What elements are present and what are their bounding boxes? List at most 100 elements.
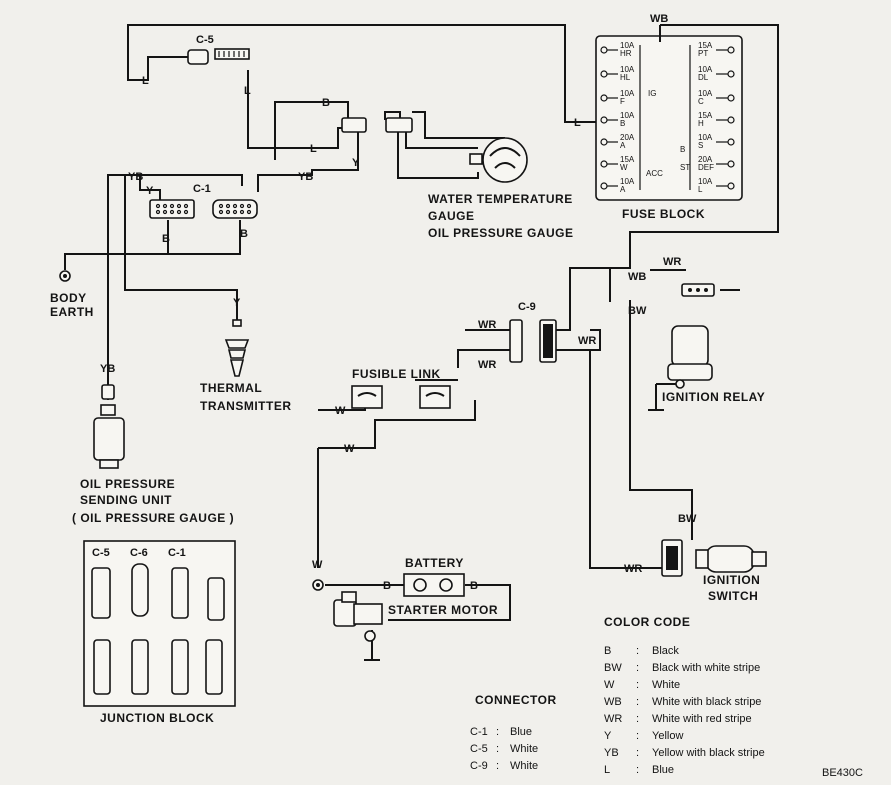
color-code-key: W bbox=[604, 679, 615, 691]
connector-desc: Blue bbox=[510, 726, 532, 738]
fuse-label-right: 10A bbox=[698, 133, 713, 142]
color-code-desc: Blue bbox=[652, 764, 674, 776]
fuse-label-right-circuit: L bbox=[698, 185, 703, 194]
component-labels: FUSE BLOCK WATER TEMPERATURE GAUGE OIL P… bbox=[50, 192, 765, 725]
wire-wr-2 bbox=[457, 349, 510, 368]
fuse-label-left: 10A bbox=[620, 177, 635, 186]
label-water-temp: WATER TEMPERATURE bbox=[428, 192, 573, 206]
label-gauge: GAUGE bbox=[428, 209, 475, 223]
label-jb-c5: C-5 bbox=[92, 547, 110, 559]
connector-sep: : bbox=[496, 726, 499, 738]
color-code-desc: Yellow bbox=[652, 730, 683, 742]
connector-code: C-1 bbox=[470, 726, 488, 738]
connector-code: C-5 bbox=[470, 743, 488, 755]
ignition-relay bbox=[648, 325, 713, 411]
connector-sep: : bbox=[496, 743, 499, 755]
fuse-label-right-circuit: C bbox=[698, 97, 704, 106]
wire-label-wr-5: WR bbox=[624, 563, 642, 575]
color-code-sep: : bbox=[636, 764, 639, 776]
fuse-label-left-circuit: HL bbox=[620, 73, 631, 82]
fuse-label-right: 10A bbox=[698, 65, 713, 74]
label-oil-sending-2: SENDING UNIT bbox=[80, 493, 172, 507]
wire-wr-3 bbox=[415, 379, 458, 381]
wire-bw bbox=[629, 300, 693, 540]
label-earth: EARTH bbox=[50, 305, 94, 319]
wire-label-l-2: L bbox=[244, 85, 251, 97]
connector-cluster-top bbox=[341, 117, 413, 133]
wire-label-b-5: B bbox=[470, 580, 478, 592]
fuse-label-left-circuit: A bbox=[620, 185, 626, 194]
oil-pressure-sending-unit bbox=[93, 384, 125, 469]
fuse-block bbox=[595, 25, 743, 201]
connector-desc: White bbox=[510, 760, 538, 772]
fuse-label-right: 15A bbox=[698, 111, 713, 120]
color-code-desc: Yellow with black stripe bbox=[652, 747, 765, 759]
fuse-label-left-circuit: B bbox=[620, 119, 625, 128]
wire-b-batt2 bbox=[388, 584, 511, 621]
fuse-label-left: 10A bbox=[620, 111, 635, 120]
wire-b-c1 bbox=[168, 220, 241, 255]
wire-label-w-2: W bbox=[344, 443, 355, 455]
fusible-link bbox=[351, 385, 451, 409]
fuse-label-left: 15A bbox=[620, 155, 635, 164]
color-code-sep: : bbox=[636, 662, 639, 674]
wire-label-wr-2: WR bbox=[478, 359, 496, 371]
fuse-label-left: 10A bbox=[620, 65, 635, 74]
fuse-terminal bbox=[727, 182, 735, 190]
label-transmitter: TRANSMITTER bbox=[200, 399, 292, 413]
connector-sep: : bbox=[496, 760, 499, 772]
color-code-sep: : bbox=[636, 696, 639, 708]
c1-label: C-1 bbox=[193, 183, 211, 195]
fuse-acc-label: ACC bbox=[646, 169, 663, 178]
color-code-key: WB bbox=[604, 696, 622, 708]
fuse-labels: 10AHR10AHL10AF10AB20AA15AW10AA15APT10ADL… bbox=[600, 41, 735, 194]
thermal-transmitter bbox=[224, 319, 250, 377]
fuse-terminal bbox=[727, 160, 735, 168]
fuse-label-left-circuit: F bbox=[620, 97, 625, 106]
color-code-sep: : bbox=[636, 679, 639, 691]
wire-wr-switch bbox=[589, 350, 662, 569]
connector-code: C-9 bbox=[470, 760, 488, 772]
label-ignition: IGNITION bbox=[703, 573, 760, 587]
wire-label-wb-top: WB bbox=[650, 13, 668, 25]
wires bbox=[64, 24, 779, 660]
label-body: BODY bbox=[50, 291, 87, 305]
fuse-terminal bbox=[727, 94, 735, 102]
color-code-key: Y bbox=[604, 730, 612, 742]
label-thermal: THERMAL bbox=[200, 381, 262, 395]
wire-label-b-2: B bbox=[162, 233, 170, 245]
color-code-key: L bbox=[604, 764, 610, 776]
wire-label-b-1: B bbox=[322, 97, 330, 109]
color-code-sep: : bbox=[636, 747, 639, 759]
color-code-sep: : bbox=[636, 713, 639, 725]
label-oil-sending-3: ( OIL PRESSURE GAUGE ) bbox=[72, 511, 234, 525]
color-code-key: YB bbox=[604, 747, 619, 759]
label-starter: STARTER MOTOR bbox=[388, 603, 498, 617]
color-code-title: COLOR CODE bbox=[604, 615, 690, 629]
fuse-label-left-circuit: W bbox=[620, 163, 628, 172]
wire-label-yb-2: YB bbox=[128, 171, 143, 183]
wire-labels: WB L L L L B Y YB YB Y B B Y YB W W W WR… bbox=[100, 13, 697, 592]
wire-label-bw-1: BW bbox=[628, 305, 647, 317]
wire-wr-c9 bbox=[556, 267, 630, 331]
fuse-label-right: 10A bbox=[698, 89, 713, 98]
connector-desc: White bbox=[510, 743, 538, 755]
fuse-ig-label: IG bbox=[648, 89, 656, 98]
fuse-label-right-circuit: H bbox=[698, 119, 704, 128]
fuse-label-left-circuit: HR bbox=[620, 49, 632, 58]
junction-block bbox=[83, 540, 236, 707]
color-code-key: BW bbox=[604, 662, 622, 674]
label-jb-c6: C-6 bbox=[130, 547, 148, 559]
fuse-label-right-circuit: S bbox=[698, 141, 703, 150]
color-code-desc: White with red stripe bbox=[652, 713, 752, 725]
connector-c5-top: C-5 bbox=[187, 34, 250, 65]
wire-y bbox=[257, 128, 359, 192]
wire-label-b-4: B bbox=[383, 580, 391, 592]
label-oil-sending-1: OIL PRESSURE bbox=[80, 477, 175, 491]
wire-w-fl3 bbox=[318, 400, 476, 449]
fuse-label-left: 10A bbox=[620, 89, 635, 98]
wire-label-yb-3: YB bbox=[100, 363, 115, 375]
fuse-label-right-circuit: PT bbox=[698, 49, 708, 58]
